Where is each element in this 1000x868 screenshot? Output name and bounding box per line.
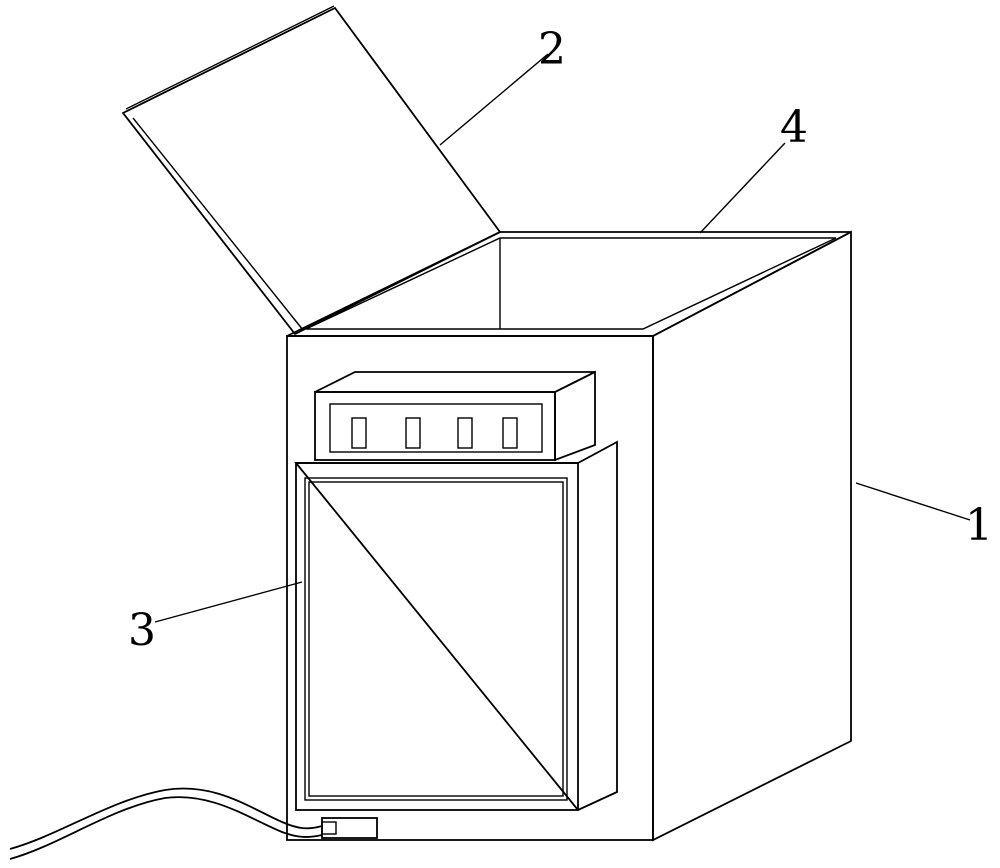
switch-4 <box>502 417 518 449</box>
leader-line-2 <box>439 53 549 146</box>
label-part-4: 4 <box>780 102 808 153</box>
cable-lower <box>9 796 323 860</box>
cabinet-opening <box>305 237 837 330</box>
cabinet-front-face <box>286 335 654 841</box>
control-box-side <box>554 370 596 462</box>
control-box-top <box>314 371 596 393</box>
front-panel-frame <box>295 462 579 811</box>
front-panel <box>294 440 618 812</box>
front-panel-window <box>308 481 564 797</box>
control-box-front <box>314 391 556 461</box>
leader-lines <box>154 53 971 623</box>
lid <box>121 5 502 336</box>
switch-2 <box>405 417 421 449</box>
switch-3 <box>457 417 473 449</box>
lid-top-edge <box>125 5 335 110</box>
plug-tip <box>321 821 337 835</box>
control-box <box>314 370 596 462</box>
power-plug <box>321 817 378 839</box>
cabinet-body <box>286 230 852 842</box>
front-panel-inner <box>304 477 568 801</box>
label-part-2: 2 <box>538 24 566 75</box>
leader-line-3 <box>154 581 303 623</box>
switch-panel <box>329 403 543 453</box>
cabinet-side-face <box>652 230 852 842</box>
front-panel-outline-back <box>294 440 618 812</box>
label-part-1: 1 <box>965 500 993 551</box>
leader-line-4 <box>699 142 786 234</box>
lid-panel <box>121 6 502 336</box>
power-cable <box>9 787 378 860</box>
leader-line-1 <box>855 482 971 521</box>
cabinet-top-rim <box>286 231 852 337</box>
cable-upper <box>9 787 323 850</box>
label-part-3: 3 <box>128 605 156 656</box>
switch-1 <box>351 417 367 449</box>
lid-thickness-edge <box>132 117 304 331</box>
